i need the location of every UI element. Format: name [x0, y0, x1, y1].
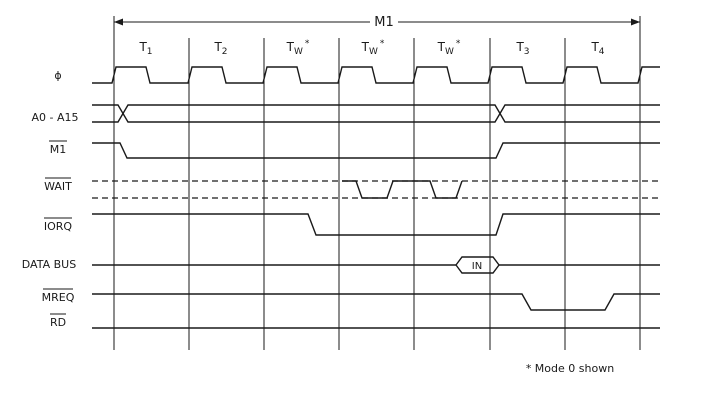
period-label-t3: T3	[515, 40, 529, 57]
data-bus-waveform: IN	[92, 256, 660, 274]
period-label-tw3: TW*	[437, 39, 461, 57]
signal-labels: ϕ A0 - A15 M1 WAIT IORQ DATA BUS MREQ RD	[22, 69, 79, 329]
signal-label-data-bus: DATA BUS	[22, 258, 76, 271]
signal-label-address: A0 - A15	[31, 111, 78, 124]
signal-label-rd: RD	[50, 316, 66, 329]
period-label-tw1: TW*	[286, 39, 310, 57]
signal-label-mreq: MREQ	[42, 291, 75, 304]
period-label-tw2: TW*	[361, 39, 385, 57]
mreq-waveform	[92, 293, 660, 311]
m1-waveform	[92, 142, 660, 159]
signal-label-wait: WAIT	[44, 180, 72, 193]
period-label-t1: T1	[138, 40, 152, 57]
period-label-t4: T4	[590, 40, 604, 57]
period-boundaries	[113, 16, 641, 350]
clock-waveform	[92, 66, 660, 84]
arrow-left-icon	[114, 18, 123, 26]
period-labels: T1 T2 TW* TW* TW* T3 T4	[138, 39, 604, 57]
iorq-waveform	[92, 213, 660, 236]
period-label-t2: T2	[213, 40, 227, 57]
data-bus-value: IN	[472, 261, 482, 272]
m1-span: M1	[114, 15, 640, 30]
arrow-right-icon	[631, 18, 640, 26]
address-waveform	[92, 104, 660, 123]
signal-label-clock: ϕ	[54, 69, 61, 82]
machine-cycle-title: M1	[374, 15, 394, 30]
wait-waveform	[92, 180, 660, 199]
signal-label-m1: M1	[50, 143, 67, 156]
signal-label-iorq: IORQ	[44, 220, 73, 233]
footnote: * Mode 0 shown	[526, 362, 614, 375]
